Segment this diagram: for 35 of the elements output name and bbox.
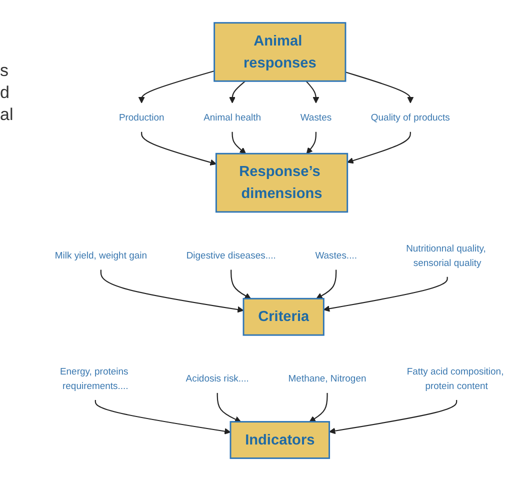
arrow [329,400,458,435]
arrow [323,277,448,312]
arrow [94,400,231,435]
node-text: Quality of products [370,112,450,124]
arrow [229,81,246,104]
text-fragment: al [0,104,14,126]
node-text: Animal health [204,112,261,124]
node-text: Nutritionnal quality, sensorial quality [406,242,486,268]
arrow [100,270,244,314]
text-fragment: d [0,82,10,104]
arrow [232,132,246,154]
node-text: Milk yield, weight gain [54,250,147,262]
node-text: Acidosis risk.... [186,373,249,384]
node-box: Response’s dimensions [215,153,348,214]
node-box: Criteria [242,298,324,336]
arrow [306,81,320,104]
arrow [230,270,252,300]
node-text: Wastes [300,112,332,124]
arrow [141,132,216,166]
node-box: Animal responses [214,22,346,82]
node-text: Energy, proteins requirements.... [60,366,128,392]
arrow [347,132,411,164]
arrow [306,132,316,154]
arrow [216,393,242,423]
node-box: Indicators [230,422,330,460]
arrow [345,72,414,104]
arrow [316,270,337,300]
node-text: Digestive diseases.... [186,250,276,262]
arrow [138,70,214,104]
text-fragment: s [0,60,10,82]
arrow [309,393,328,423]
node-text: Wastes.... [315,250,357,262]
node-text: Fatty acid composition, protein content [406,366,504,392]
node-text: Methane, Nitrogen [288,373,366,384]
node-text: Production [118,112,164,124]
